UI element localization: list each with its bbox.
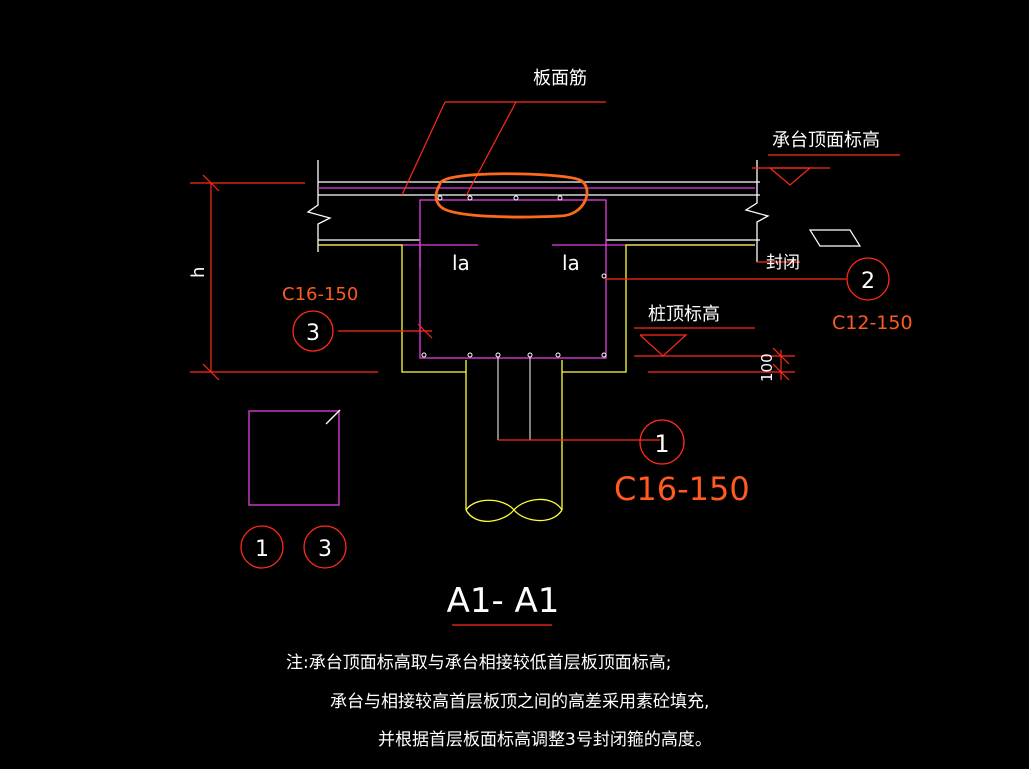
note-line-1: 注:承台顶面标高取与承台相接较低首层板顶面标高;	[286, 653, 671, 673]
slab-top-rebar-label: 板面筋	[533, 68, 587, 89]
closure-label: 封闭	[766, 253, 800, 273]
callout-2-number: 2	[861, 269, 875, 294]
rebar-dot	[555, 352, 561, 358]
stirrup-hook-mark	[325, 409, 341, 425]
rebar-dot	[557, 195, 563, 201]
pile-rebar	[497, 357, 531, 440]
anchor-length-right: la	[562, 251, 580, 275]
note-line-2: 承台与相接较高首层板顶之间的高差采用素砼填充,	[330, 692, 709, 712]
callout-circle-2	[846, 257, 890, 301]
callout-circles	[240, 257, 890, 569]
pile-top-elev-triangle	[639, 334, 688, 357]
right-break-line	[744, 160, 770, 262]
stirrup-legend-icon	[248, 409, 341, 506]
slab-rebar-leader-a	[401, 101, 446, 196]
rebar-dot	[421, 352, 427, 358]
cap-top-elev-triangle	[769, 167, 812, 186]
rebar-dot	[437, 195, 443, 201]
slab-rebar-leader-b	[465, 101, 517, 197]
tick	[772, 347, 790, 365]
callout-3-number: 3	[306, 321, 320, 346]
legend-circle-1	[240, 525, 284, 569]
tick	[772, 363, 790, 381]
bar1-spec: C16-150	[614, 470, 750, 508]
rebar-dot	[513, 195, 519, 201]
pile-break-bottom	[465, 499, 563, 522]
slab-rebar	[318, 187, 755, 359]
tick	[202, 174, 220, 192]
note-line-3: 并根据首层板面标高调整3号封闭箍的高度。	[378, 730, 712, 750]
annotation-lines	[190, 101, 900, 626]
legend-number-1: 1	[255, 537, 269, 562]
section-title: A1- A1	[447, 581, 560, 621]
rebar-dot	[467, 352, 473, 358]
cap-outline-left	[318, 244, 466, 373]
rebar-dot	[495, 352, 501, 358]
rebar-dot	[601, 273, 607, 279]
tick	[417, 323, 433, 339]
closure-stirrup	[419, 199, 607, 359]
bar2-spec: C12-150	[832, 312, 913, 334]
bar3-spec: C16-150	[282, 284, 358, 305]
height-dimension-label: h	[188, 267, 209, 278]
callout-circle-3	[292, 310, 334, 352]
cap-top-elevation-label: 承台顶面标高	[772, 130, 880, 151]
rebar-dot	[467, 195, 473, 201]
callout-circle-1	[639, 419, 685, 465]
rebar-dot	[527, 352, 533, 358]
tick	[202, 363, 220, 381]
cap-outline-right	[562, 244, 755, 373]
slab-lines	[306, 160, 770, 262]
concrete-outline	[318, 244, 755, 523]
callout-1-number: 1	[654, 430, 669, 458]
legend-number-3: 3	[318, 537, 332, 562]
highlight-mark	[434, 172, 589, 219]
rebar-dots	[421, 195, 607, 358]
stirrup-square	[248, 410, 340, 506]
dimension-100-label: 100	[758, 353, 776, 382]
closure-symbol-icon	[808, 229, 862, 247]
pile-top-elevation-label: 桩顶标高	[648, 304, 720, 325]
left-break-line	[306, 160, 332, 252]
legend-circle-3	[303, 525, 347, 569]
rebar-dot	[601, 352, 607, 358]
anchor-length-left: la	[452, 251, 470, 275]
